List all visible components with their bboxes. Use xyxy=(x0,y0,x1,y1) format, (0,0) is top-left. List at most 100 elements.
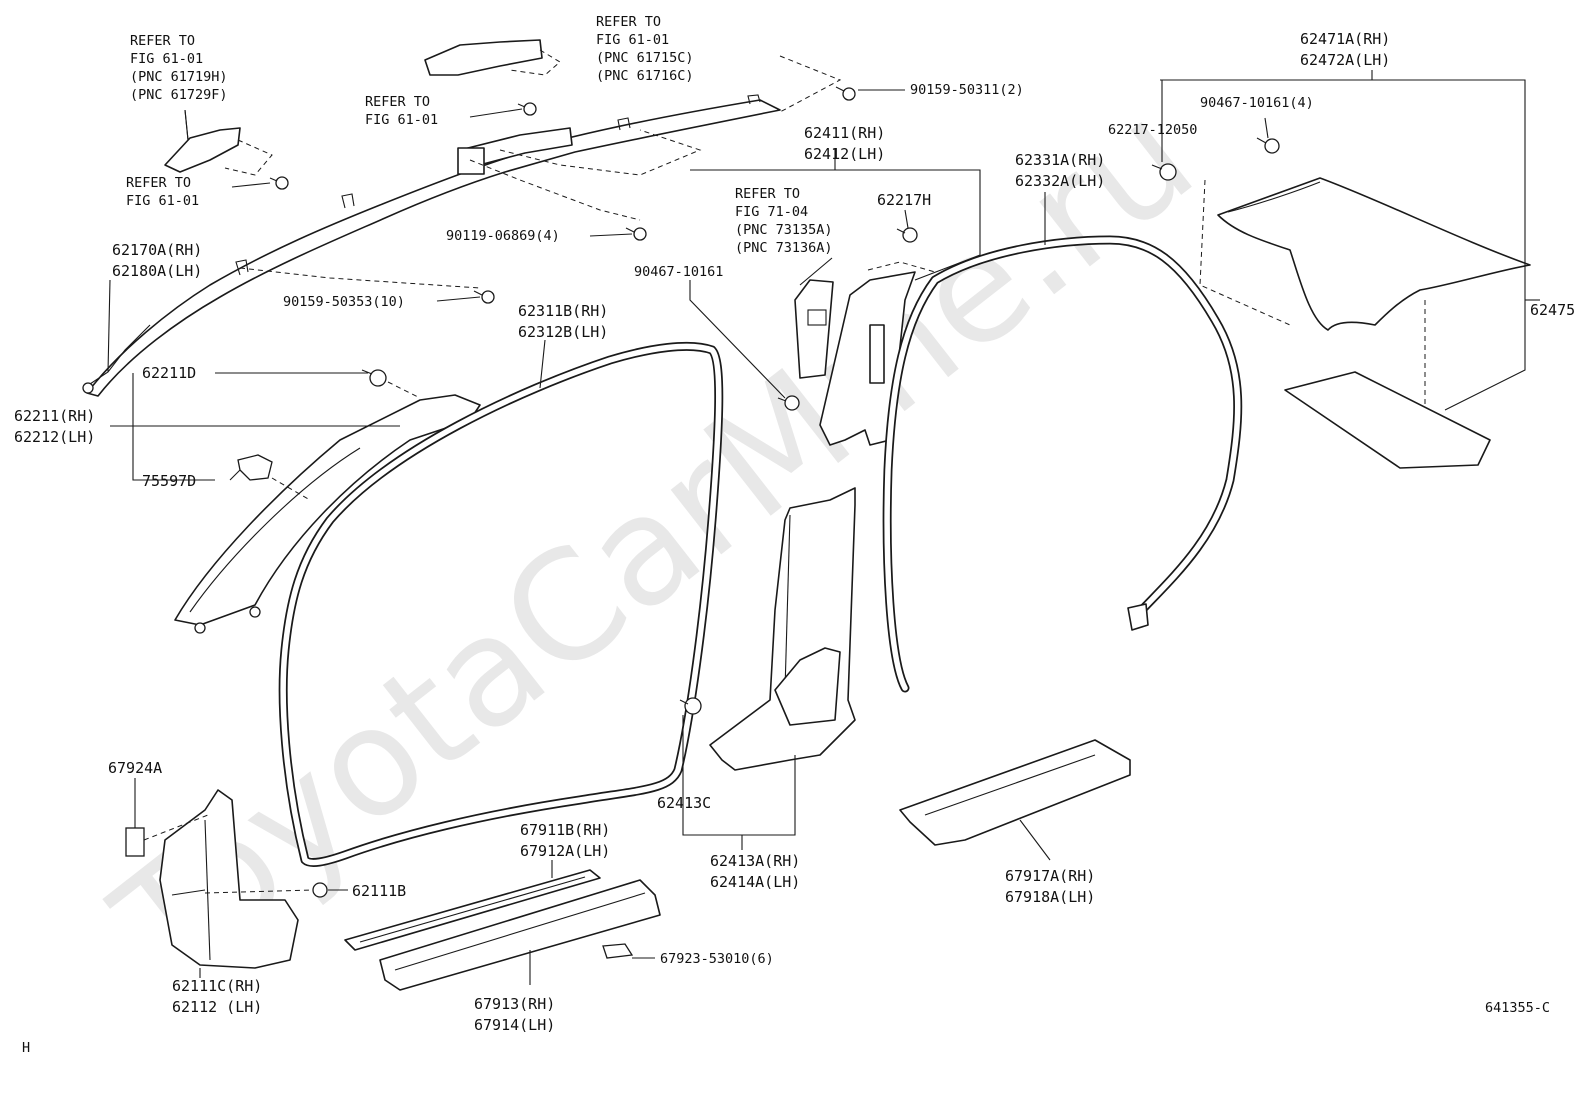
leader-lines xyxy=(107,70,1540,985)
label-67911B: 67911B(RH) 67912A(LH) xyxy=(520,821,610,860)
svg-text:62332A(LH): 62332A(LH) xyxy=(1015,172,1105,190)
svg-text:62312B(LH): 62312B(LH) xyxy=(518,323,608,341)
label-refer-61715: REFER TO FIG 61-01 (PNC 61715C) (PNC 617… xyxy=(596,14,694,84)
label-67924A: 67924A xyxy=(108,759,162,777)
svg-text:62471A(RH): 62471A(RH) xyxy=(1300,30,1390,48)
clip-62211D xyxy=(361,369,387,387)
svg-text:62212(LH): 62212(LH) xyxy=(14,428,95,446)
svg-text:67917A(RH): 67917A(RH) xyxy=(1005,867,1095,885)
front-scuff-plate xyxy=(344,869,601,951)
center-pillar-garnish-lower xyxy=(709,487,856,771)
svg-text:62411(RH): 62411(RH) xyxy=(804,124,885,142)
label-62331A: 62331A(RH) 62332A(LH) xyxy=(1015,151,1105,190)
clip-62217H xyxy=(896,227,918,243)
rear-door-weatherstrip xyxy=(882,235,1243,693)
svg-text:62311B(RH): 62311B(RH) xyxy=(518,302,608,320)
clip-67924A xyxy=(125,827,145,857)
svg-text:67911B(RH): 67911B(RH) xyxy=(520,821,610,839)
label-62217-12050: 62217-12050 xyxy=(1108,122,1197,138)
label-62311B: 62311B(RH) 62312B(LH) xyxy=(518,302,608,341)
svg-text:62331A(RH): 62331A(RH) xyxy=(1015,151,1105,169)
roof-side-inner-garnish xyxy=(1199,177,1531,405)
svg-text:REFER TO: REFER TO xyxy=(596,14,661,30)
label-62111B: 62111B xyxy=(352,882,406,900)
clip-62111B xyxy=(312,882,328,898)
label-refer-61719: REFER TO FIG 61-01 (PNC 61719H) (PNC 617… xyxy=(130,33,228,103)
svg-text:67918A(LH): 67918A(LH) xyxy=(1005,888,1095,906)
label-90467-10161: 90467-10161 xyxy=(634,264,723,280)
label-90159-50311: 90159-50311(2) xyxy=(910,82,1024,98)
svg-text:REFER TO: REFER TO xyxy=(735,186,800,202)
front-door-weatherstrip xyxy=(278,341,724,867)
label-90159-50353: 90159-50353(10) xyxy=(283,294,405,310)
svg-text:62413A(RH): 62413A(RH) xyxy=(710,852,800,870)
label-75597D: 75597D xyxy=(142,472,196,490)
svg-text:(PNC 73135A): (PNC 73135A) xyxy=(735,222,833,238)
clip-67923 xyxy=(602,943,634,959)
airbag-bracket-front xyxy=(164,109,273,176)
label-62211D: 62211D xyxy=(142,364,196,382)
roof-side-pad xyxy=(1284,371,1491,469)
label-refer-bolt-lower: REFER TO FIG 61-01 xyxy=(126,175,199,209)
svg-text:62111C(RH): 62111C(RH) xyxy=(172,977,262,995)
curtain-airbag-assembly xyxy=(82,94,781,397)
clip-75597D xyxy=(237,454,273,481)
svg-text:REFER TO: REFER TO xyxy=(365,94,430,110)
svg-text:FIG 61-01: FIG 61-01 xyxy=(126,193,199,209)
cowl-side-trim xyxy=(159,789,299,969)
label-62413C: 62413C xyxy=(657,794,711,812)
label-67923-53010: 67923-53010(6) xyxy=(660,951,774,967)
svg-text:REFER TO: REFER TO xyxy=(126,175,191,191)
bolt-icon xyxy=(517,102,537,116)
bolt-icon xyxy=(835,86,856,101)
label-90467-10161-4: 90467-10161(4) xyxy=(1200,95,1314,111)
svg-text:(PNC 61716C): (PNC 61716C) xyxy=(596,68,694,84)
svg-text:(PNC 61719H): (PNC 61719H) xyxy=(130,69,228,85)
front-door-step-plate xyxy=(379,879,661,991)
svg-text:62472A(LH): 62472A(LH) xyxy=(1300,51,1390,69)
label-90119-06869: 90119-06869(4) xyxy=(446,228,560,244)
svg-text:62414A(LH): 62414A(LH) xyxy=(710,873,800,891)
label-62413A: 62413A(RH) 62414A(LH) xyxy=(710,852,800,891)
svg-text:(PNC 73136A): (PNC 73136A) xyxy=(735,240,833,256)
label-67917A: 67917A(RH) 67918A(LH) xyxy=(1005,867,1095,906)
svg-text:62170A(RH): 62170A(RH) xyxy=(112,241,202,259)
clip-90467-10161 xyxy=(777,395,800,411)
label-62211: 62211(RH) 62212(LH) xyxy=(14,407,95,446)
label-62411: 62411(RH) 62412(LH) xyxy=(804,124,885,163)
svg-text:FIG 71-04: FIG 71-04 xyxy=(735,204,808,220)
front-pillar-garnish xyxy=(174,394,481,634)
svg-text:62211(RH): 62211(RH) xyxy=(14,407,95,425)
bolt-icon xyxy=(473,290,495,304)
svg-text:FIG 61-01: FIG 61-01 xyxy=(130,51,203,67)
svg-text:62412(LH): 62412(LH) xyxy=(804,145,885,163)
svg-text:REFER TO: REFER TO xyxy=(130,33,195,49)
rear-door-scuff-plate xyxy=(899,739,1131,846)
svg-text:67912A(LH): 67912A(LH) xyxy=(520,842,610,860)
label-62217H: 62217H xyxy=(877,191,931,209)
svg-text:62112 (LH): 62112 (LH) xyxy=(172,998,262,1016)
svg-text:62180A(LH): 62180A(LH) xyxy=(112,262,202,280)
clip-62413C xyxy=(679,697,702,715)
label-62471A: 62471A(RH) 62472A(LH) xyxy=(1300,30,1390,69)
airbag-bracket-rear xyxy=(424,39,561,76)
bolt-icon xyxy=(625,227,647,241)
label-62475: 62475 xyxy=(1530,301,1575,319)
label-67913: 67913(RH) 67914(LH) xyxy=(474,995,555,1034)
svg-text:(PNC 61729F): (PNC 61729F) xyxy=(130,87,228,103)
label-refer-bolt-upper: REFER TO FIG 61-01 xyxy=(365,94,438,128)
svg-text:(PNC 61715C): (PNC 61715C) xyxy=(596,50,694,66)
label-62111C: 62111C(RH) 62112 (LH) xyxy=(172,977,262,1016)
bolt-icon xyxy=(269,176,289,190)
svg-text:67914(LH): 67914(LH) xyxy=(474,1016,555,1034)
label-62170A: 62170A(RH) 62180A(LH) xyxy=(112,241,202,280)
svg-text:67913(RH): 67913(RH) xyxy=(474,995,555,1013)
svg-text:FIG 61-01: FIG 61-01 xyxy=(365,112,438,128)
clip-90467-10161-4 xyxy=(1256,137,1280,154)
corner-mark: H xyxy=(22,1040,30,1056)
label-refer-73135: REFER TO FIG 71-04 (PNC 73135A) (PNC 731… xyxy=(735,186,833,256)
svg-text:FIG 61-01: FIG 61-01 xyxy=(596,32,669,48)
clip-62217-12050 xyxy=(1151,163,1177,181)
figure-code: 641355-C xyxy=(1485,1000,1550,1016)
